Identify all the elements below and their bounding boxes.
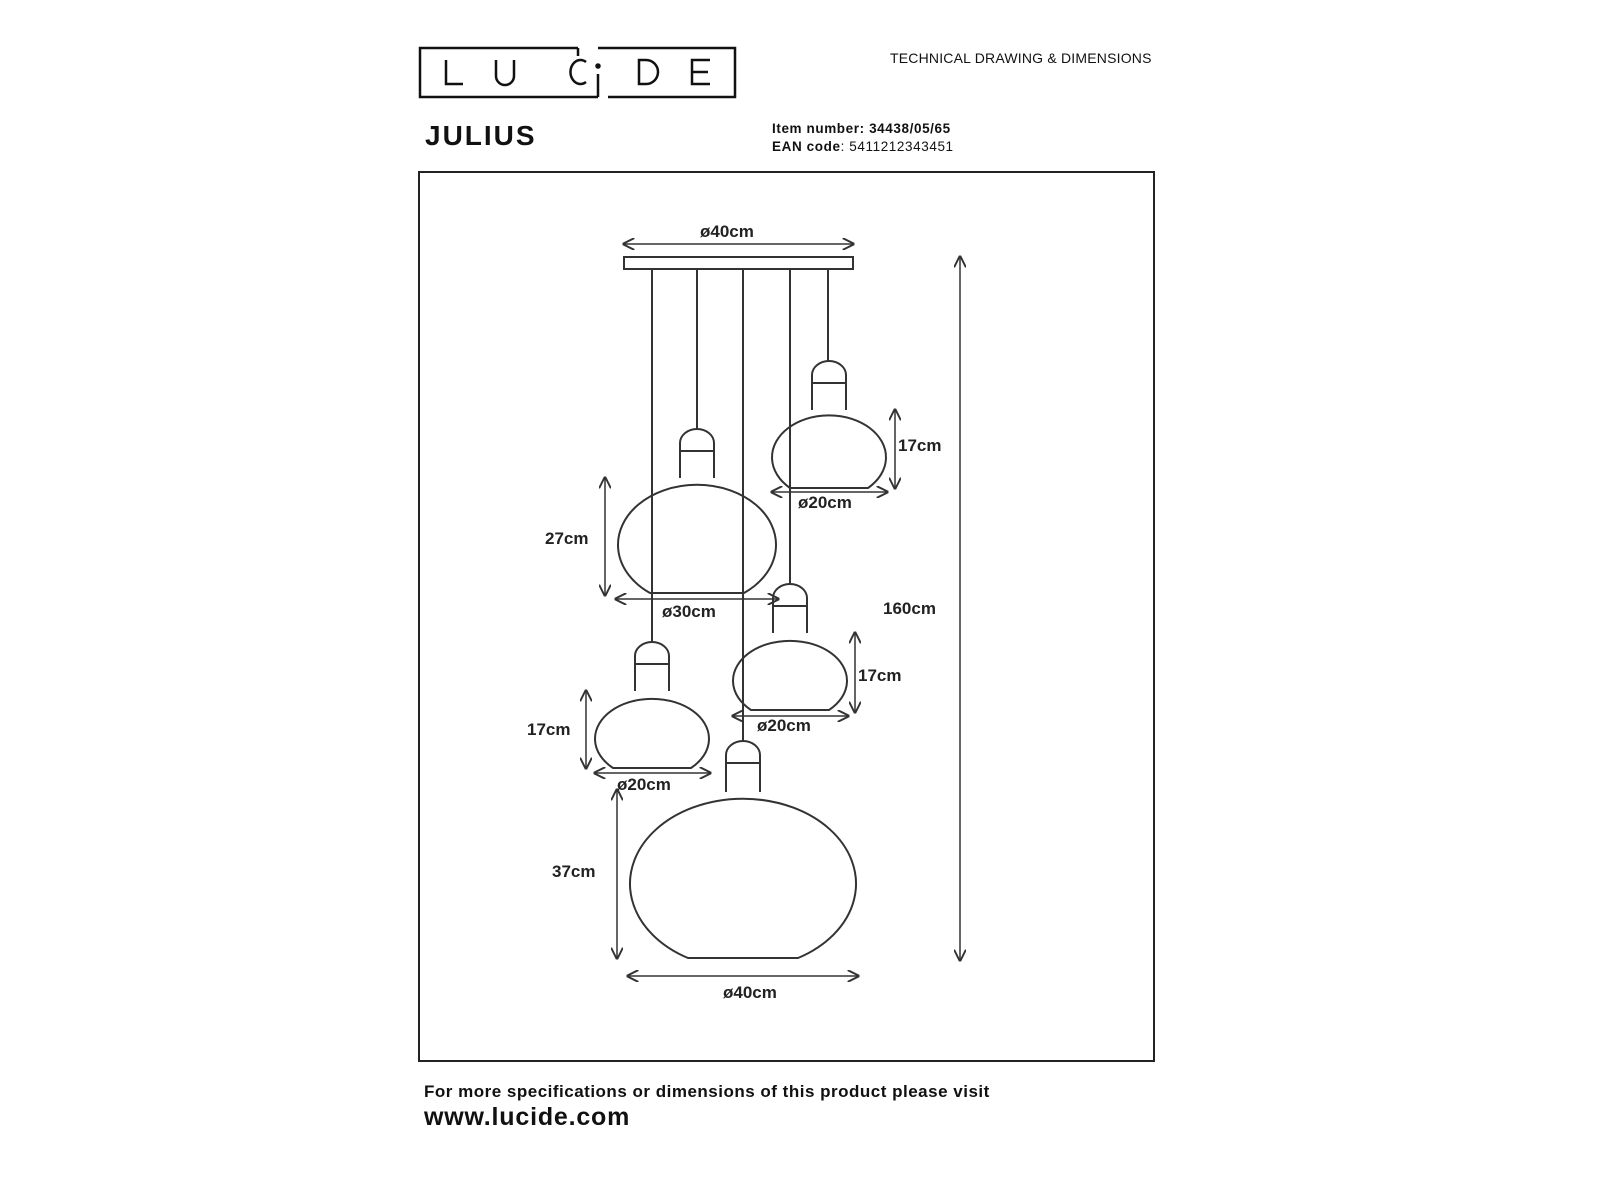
- lamp-top-right-height: 17cm: [898, 436, 941, 455]
- lamp-upper-left-height: 27cm: [545, 529, 588, 548]
- document-type: TECHNICAL DRAWING & DIMENSIONS: [890, 50, 1152, 66]
- lamp-middle-right-height: 17cm: [858, 666, 901, 685]
- item-number-value: 34438/05/65: [869, 121, 951, 136]
- lamp-top-right-diameter: ø20cm: [798, 493, 852, 512]
- lamp-bottom-diameter: ø40cm: [723, 983, 777, 1002]
- item-number-label: Item number:: [772, 121, 865, 136]
- lucide-logo: [418, 46, 737, 99]
- cords: [651, 269, 829, 742]
- lamp-bottom-height: 37cm: [552, 862, 595, 881]
- footer-note: For more specifications or dimensions of…: [424, 1082, 990, 1101]
- lamp-bottom: [629, 740, 857, 959]
- ean-value: : 5411212343451: [840, 139, 954, 154]
- lamp-middle-right-diameter: ø20cm: [757, 716, 811, 735]
- lamp-lower-left-height: 17cm: [527, 720, 570, 739]
- product-name: JULIUS: [425, 120, 537, 151]
- ean-code: EAN code: 5411212343451: [772, 139, 954, 154]
- item-number: Item number: 34438/05/65: [772, 121, 951, 136]
- lamp-upper-left: [617, 428, 777, 594]
- lamp-middle-right: [732, 583, 848, 711]
- website-link[interactable]: www.lucide.com: [424, 1103, 631, 1131]
- drawing-frame: [418, 171, 1155, 1062]
- canopy-diameter-label: ø40cm: [700, 222, 754, 241]
- ean-label: EAN code: [772, 139, 841, 154]
- canopy: [623, 256, 854, 270]
- total-height-label: 160cm: [883, 599, 936, 618]
- lamp-lower-left: [594, 641, 710, 769]
- lamp-top-right: [771, 360, 887, 489]
- lamp-upper-left-diameter: ø30cm: [662, 602, 716, 621]
- lamp-lower-left-diameter: ø20cm: [617, 775, 671, 794]
